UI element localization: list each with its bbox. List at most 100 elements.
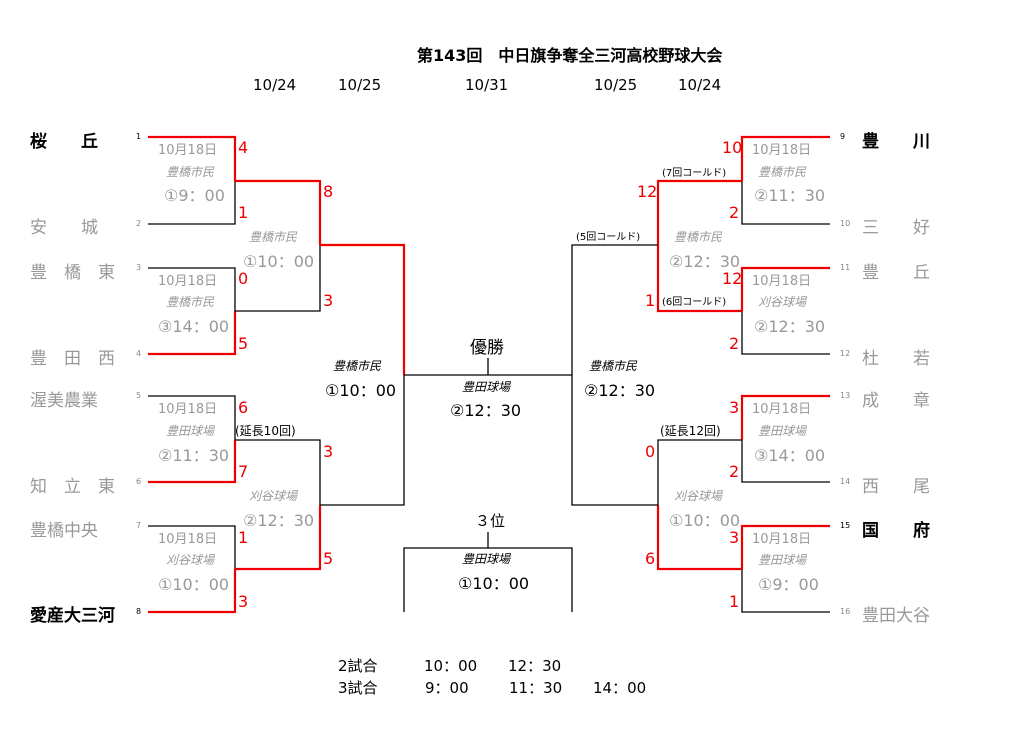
game-date: 10月18日 [752, 532, 812, 547]
note-called-game: (7回コールド) [662, 168, 727, 179]
game-time: ①10：00 [669, 511, 741, 530]
team-name: 豊 川 [862, 132, 930, 152]
team-name: 国 府 [862, 521, 930, 541]
score: 0 [238, 269, 249, 288]
seed-number: 9 [840, 132, 846, 141]
team-name: 知 立 東 [30, 477, 115, 497]
score: 1 [729, 592, 740, 611]
seed-number: 16 [840, 607, 851, 616]
game-time: ②12：30 [754, 317, 826, 336]
game-date: 10月18日 [158, 402, 218, 417]
line-qf-right-a [656, 179, 742, 245]
line-qf-left-b [235, 245, 321, 312]
team-name: 豊田大谷 [862, 606, 930, 626]
game-venue: 豊田球場 [758, 424, 807, 438]
seed-number: 8 [136, 607, 142, 616]
line-qf-right-b [656, 245, 742, 313]
game-venue: 刈谷球場 [674, 489, 723, 503]
score: 1 [238, 528, 249, 547]
team-name: 杜 若 [862, 349, 930, 369]
line-sf-right-b [571, 375, 658, 506]
game-venue: 豊橋市民 [589, 359, 638, 373]
date-qf-left: 10/25 [338, 76, 382, 94]
line-qf-left-a [235, 179, 322, 245]
line-r1-team2 [148, 181, 236, 225]
line-r1-team15 [740, 524, 830, 569]
score: 1 [238, 203, 249, 222]
line-r1-team16 [741, 569, 830, 613]
score: 2 [729, 203, 740, 222]
game-time: ②12：30 [584, 381, 656, 400]
game-date: 10月18日 [752, 143, 812, 158]
line-r1-team6 [148, 440, 237, 484]
game-date: 10月18日 [158, 532, 218, 547]
schedule-label: 2試合 [338, 657, 378, 675]
line-qf-right-c [657, 439, 742, 505]
score: 5 [323, 549, 334, 568]
note-extra-innings: (延長10回) [235, 424, 296, 438]
game-time: ②11：30 [754, 186, 826, 205]
game-time: ①10：00 [158, 575, 230, 594]
line-r1-team5 [148, 395, 236, 440]
game-date: 10月18日 [158, 143, 218, 158]
game-time: ①9：00 [164, 186, 225, 205]
schedule-label: 3試合 [338, 679, 378, 697]
game-venue: 刈谷球場 [249, 489, 298, 503]
seed-number: 12 [840, 349, 851, 358]
line-r1-team3 [148, 267, 236, 311]
schedule-time: 9：00 [425, 679, 469, 697]
score: 3 [729, 528, 740, 547]
game-time: ②12：30 [243, 511, 315, 530]
game-venue: 豊橋市民 [249, 230, 298, 244]
line-r1-team1 [148, 135, 237, 181]
game-date: 10月18日 [752, 274, 812, 289]
game-time: ③14：00 [754, 446, 826, 465]
score: 12 [722, 269, 743, 288]
game-venue: 豊橋市民 [166, 295, 215, 309]
score: 4 [238, 138, 249, 157]
seed-number: 5 [136, 391, 142, 400]
team-name: 豊橋中央 [30, 521, 98, 541]
final-label: 優勝 [470, 338, 504, 358]
game-venue: 刈谷球場 [166, 553, 215, 567]
game-venue: 豊田球場 [758, 553, 807, 567]
game-venue: 刈谷球場 [758, 295, 807, 309]
seed-number: 4 [136, 349, 142, 358]
game-time: ①10：00 [243, 252, 315, 271]
score: 7 [238, 462, 249, 481]
game-venue: 豊橋市民 [333, 359, 382, 373]
line-r1-team12 [741, 311, 830, 355]
line-qf-right-d [656, 505, 742, 571]
line-r1-team4 [148, 311, 237, 356]
date-qf-right: 10/25 [594, 76, 638, 94]
game-venue: 豊田球場 [166, 424, 215, 438]
team-name: 豊 橋 東 [30, 263, 115, 283]
final-venue: 豊田球場 [462, 380, 511, 394]
score: 2 [729, 334, 740, 353]
third-place-label: ３位 [475, 512, 506, 530]
team-name: 西 尾 [862, 477, 930, 497]
line-sf-right-a [571, 244, 658, 375]
schedule-time: 10：00 [424, 657, 478, 675]
note-extra-innings: (延長12回) [660, 424, 721, 438]
date-final: 10/31 [465, 76, 509, 94]
seed-number: 15 [840, 521, 851, 530]
game-date: 10月18日 [158, 274, 218, 289]
line-r1-team10 [741, 181, 830, 225]
game-time: ③14：00 [158, 317, 230, 336]
seed-number: 3 [136, 263, 142, 272]
line-sf-left-b [320, 375, 405, 506]
seed-number: 13 [840, 391, 851, 400]
game-time: ②11：30 [158, 446, 230, 465]
line-qf-left-d [235, 505, 322, 571]
final-time: ②12：30 [450, 401, 522, 420]
seed-number: 10 [840, 219, 851, 228]
team-name: 豊 丘 [862, 263, 930, 283]
score: 5 [238, 334, 249, 353]
note-called-game: (6回コールド) [662, 297, 727, 308]
line-r1-team11 [740, 266, 830, 311]
seed-number: 14 [840, 477, 851, 486]
seed-number: 11 [840, 263, 851, 272]
schedule-time: 11：30 [509, 679, 563, 697]
line-r1-team13 [740, 394, 830, 440]
